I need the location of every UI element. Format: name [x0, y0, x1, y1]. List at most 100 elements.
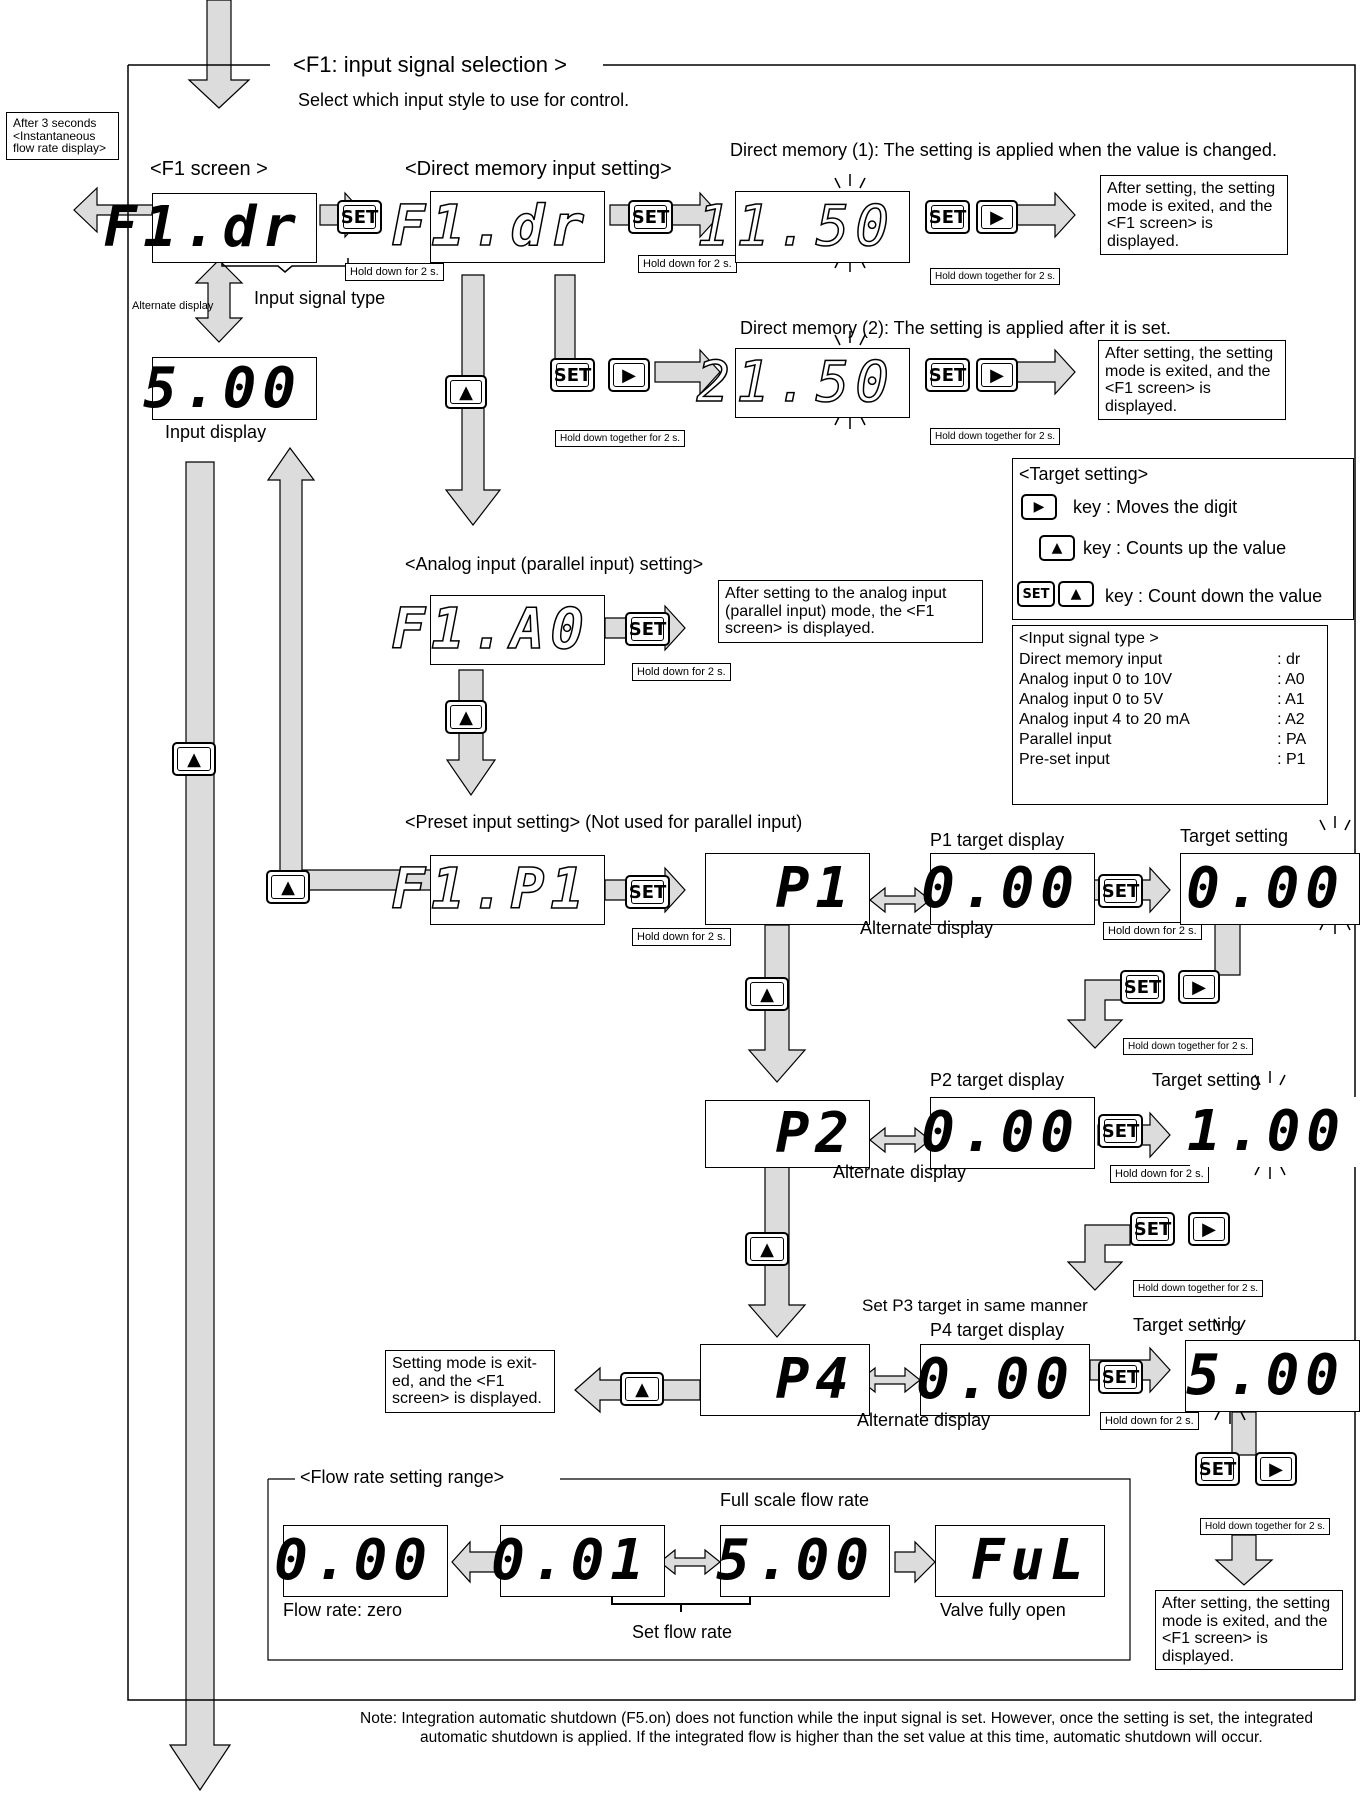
direct-memory-label: <Direct memory input setting> [405, 158, 672, 181]
analog-note: After setting to the analog input (paral… [718, 580, 983, 643]
p2-display: P2 [705, 1100, 870, 1168]
set-key[interactable]: SET [625, 875, 670, 909]
hold-together-label: Hold down together for 2 s. [1133, 1280, 1263, 1297]
table-row: Parallel input: PA [1019, 730, 1321, 750]
up-key[interactable]: ▲ [266, 870, 310, 904]
flow-zero-label: Flow rate: zero [283, 1600, 402, 1621]
dm1-label: Direct memory (1): The setting is applie… [730, 140, 1277, 161]
set-key[interactable]: SET [925, 200, 970, 234]
up-key[interactable]: ▲ [745, 977, 789, 1011]
p1-target-label: P1 target display [930, 830, 1064, 851]
full-scale-label: Full scale flow rate [720, 1490, 869, 1511]
preset-label: <Preset input setting> (Not used for par… [405, 812, 802, 833]
set-key-label: SET [1201, 1457, 1235, 1481]
direct-memory-display: F1.dr [430, 191, 605, 263]
up-key[interactable]: ▲ [620, 1372, 664, 1406]
set-key[interactable]: SET [625, 612, 670, 646]
legend-title: <Target setting> [1019, 464, 1148, 485]
table-row: Direct memory input: dr [1019, 650, 1321, 670]
hold-together-label: Hold down together for 2 s. [1123, 1038, 1253, 1055]
set-key[interactable]: SET [1098, 1360, 1143, 1394]
right-key[interactable]: ▶ [608, 358, 650, 392]
dm1-display: 11.50 [735, 191, 910, 263]
p4-display: P4 [700, 1344, 870, 1416]
set-key[interactable]: SET [337, 200, 382, 234]
up-key[interactable]: ▲ [745, 1232, 789, 1266]
signal-name: Direct memory input [1019, 650, 1277, 670]
p4-setting-label: Target setting [1133, 1315, 1241, 1336]
p1-setting-label: Target setting [1180, 826, 1288, 847]
footer-note: Note: Integration automatic shutdown (F5… [360, 1710, 1350, 1747]
set-key-icon: SET [1017, 581, 1055, 607]
right-key[interactable]: ▶ [1255, 1452, 1297, 1486]
p2-target-display: 0.00 [930, 1097, 1095, 1169]
p2-setting-display: 1.00 [1190, 1097, 1360, 1167]
alternate-display-label: Alternate display [857, 1410, 990, 1431]
signal-name: Pre-set input [1019, 750, 1277, 770]
set-key[interactable]: SET [628, 200, 673, 234]
hold-label: Hold down for 2 s. [345, 263, 444, 281]
input-signal-type-label: Input signal type [254, 288, 385, 309]
alternate-display-label: Alternate display [833, 1162, 966, 1183]
up-key[interactable]: ▲ [445, 375, 487, 409]
signal-name: Analog input 0 to 10V [1019, 670, 1277, 690]
set-key-label: SET [631, 880, 665, 904]
table-row: Analog input 0 to 5V: A1 [1019, 690, 1321, 710]
set-key[interactable]: SET [1120, 970, 1165, 1004]
right-triangle-icon: ▶ [1193, 1217, 1225, 1241]
set-key-label: SET [343, 205, 377, 229]
set-key-label: SET [1104, 1119, 1138, 1143]
target-setting-legend: <Target setting> ▶ key : Moves the digit… [1012, 458, 1354, 620]
alternate-display-label: Alternate display [860, 918, 993, 939]
p1-target-display: 0.00 [930, 853, 1095, 925]
up-triangle-icon: ▲ [625, 1377, 658, 1401]
input-signal-legend: <Input signal type > Direct memory input… [1012, 625, 1328, 805]
right-key[interactable]: ▶ [1178, 970, 1220, 1004]
set-key[interactable]: SET [550, 358, 595, 392]
set-key[interactable]: SET [1098, 874, 1143, 908]
right-key[interactable]: ▶ [1188, 1212, 1230, 1246]
up-triangle-icon: ▲ [271, 875, 304, 899]
p2-setting-label: Target setting [1152, 1070, 1260, 1091]
hold-together-label: Hold down together for 2 s. [555, 430, 685, 447]
right-triangle-icon: ▶ [1260, 1457, 1292, 1481]
hold-together-label: Hold down together for 2 s. [1200, 1518, 1330, 1535]
alternate-display-label: Alternate display [132, 300, 213, 312]
set-key[interactable]: SET [1195, 1452, 1240, 1486]
analog-label: <Analog input (parallel input) setting> [405, 554, 703, 575]
legend-title: <Input signal type > [1019, 630, 1321, 648]
right-triangle-icon: ▶ [1183, 975, 1215, 999]
set-key[interactable]: SET [1130, 1212, 1175, 1246]
signal-code: : A0 [1277, 670, 1321, 690]
hold-label: Hold down for 2 s. [632, 928, 731, 946]
timeout-note: After 3 seconds <Instantaneous flow rate… [6, 112, 119, 160]
table-row: Pre-set input: P1 [1019, 750, 1321, 770]
flow-zero-display: 0.00 [283, 1525, 448, 1597]
signal-name: Parallel input [1019, 730, 1277, 750]
up-key[interactable]: ▲ [172, 742, 216, 776]
exit-note: Setting mode is exit-ed, and the <F1 scr… [385, 1350, 555, 1413]
set-key-label: SET [634, 205, 668, 229]
set-key[interactable]: SET [925, 358, 970, 392]
flow-range-title: <Flow rate setting range> [300, 1467, 504, 1488]
up-triangle-icon: ▲ [450, 380, 482, 404]
set-key-label: SET [931, 363, 965, 387]
set-key[interactable]: SET [1098, 1114, 1143, 1148]
up-triangle-icon: ▲ [177, 747, 210, 771]
table-row: Analog input 4 to 20 mA: A2 [1019, 710, 1321, 730]
legend-row: key : Counts up the value [1083, 538, 1286, 559]
up-key[interactable]: ▲ [445, 700, 487, 734]
frame-title: <F1: input signal selection > [293, 52, 567, 78]
hold-together-label: Hold down together for 2 s. [930, 268, 1060, 285]
preset-display: F1.P1 [430, 855, 605, 925]
set-key-label: SET [1104, 879, 1138, 903]
flow-full-display: FuL [935, 1525, 1105, 1597]
dm2-label: Direct memory (2): The setting is applie… [740, 318, 1171, 339]
p2-target-label: P2 target display [930, 1070, 1064, 1091]
up-key-icon: ▲ [1058, 581, 1094, 607]
p4-target-display: 0.00 [920, 1344, 1090, 1416]
p4-target-label: P4 target display [930, 1320, 1064, 1341]
right-key[interactable]: ▶ [976, 358, 1018, 392]
right-key[interactable]: ▶ [976, 200, 1018, 234]
p3-note: Set P3 target in same manner [862, 1296, 1088, 1316]
